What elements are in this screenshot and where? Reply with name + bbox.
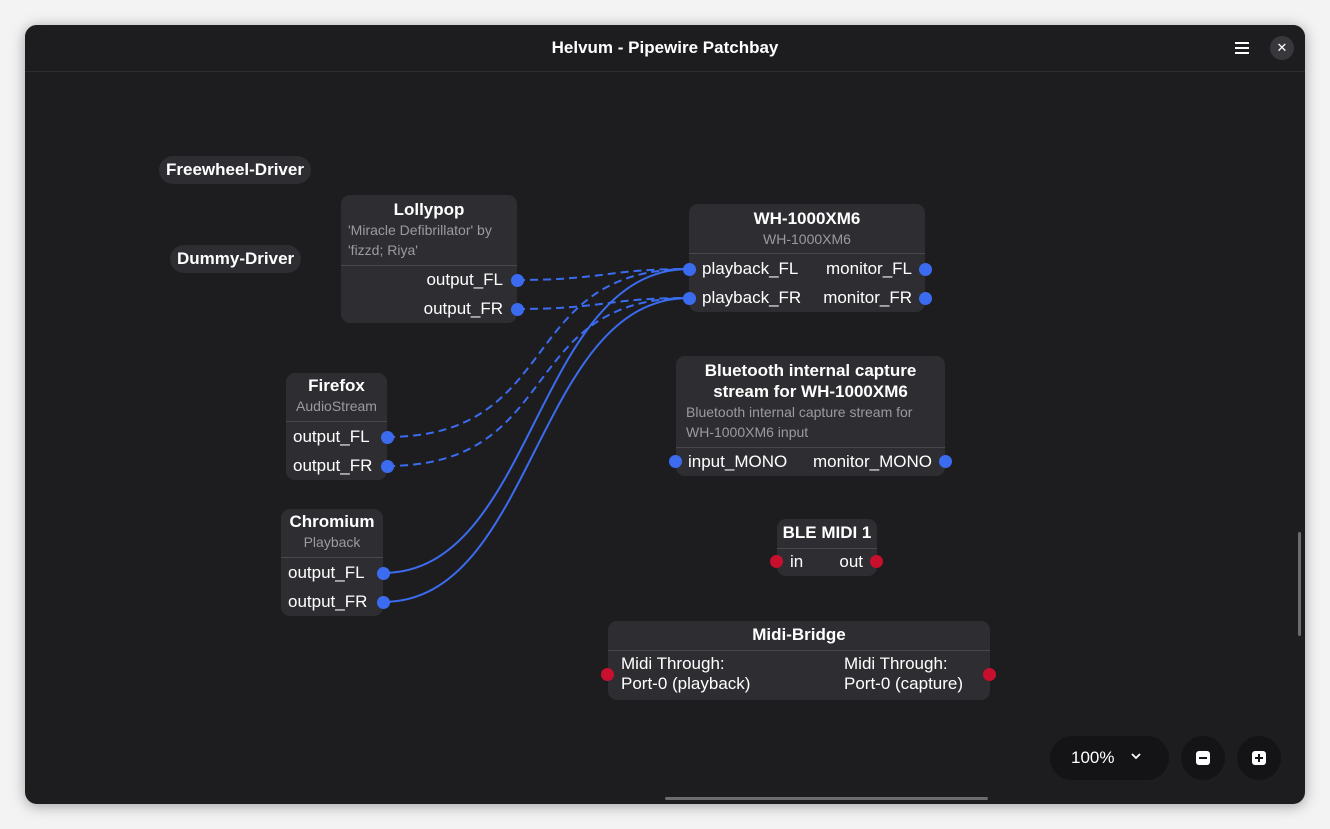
port-in[interactable]: in <box>790 552 804 571</box>
node-title: Bluetooth internal capture <box>704 361 917 380</box>
node-subtitle: WH-1000XM6 <box>763 231 851 247</box>
zoom-level: 100% <box>1071 748 1115 767</box>
port-output-fr[interactable]: output_FR <box>288 592 368 611</box>
horizontal-scrollbar[interactable] <box>665 797 988 800</box>
port-dot[interactable] <box>377 596 390 609</box>
port-dot[interactable] <box>939 455 952 468</box>
header-bar: Helvum - Pipewire Patchbay ✕ <box>25 25 1305 72</box>
node-title: Chromium <box>289 512 375 531</box>
port-dot[interactable] <box>601 668 614 681</box>
node-dummy-driver[interactable]: Dummy-Driver <box>170 245 302 273</box>
port-dot[interactable] <box>919 292 932 305</box>
node-title: Lollypop <box>393 200 465 219</box>
zoom-dropdown[interactable]: 100% <box>1050 736 1169 780</box>
node-ble-midi[interactable]: BLE MIDI 1 in out <box>777 519 877 576</box>
node-bluetooth-capture[interactable]: Bluetooth internal capture stream for WH… <box>676 356 945 476</box>
port-midi-through-capture[interactable]: Midi Through: Port-0 (capture) <box>844 654 964 693</box>
port-input-mono[interactable]: input_MONO <box>688 452 788 471</box>
chevron-down-icon <box>1131 753 1141 760</box>
port-dot[interactable] <box>511 303 524 316</box>
node-firefox[interactable]: Firefox AudioStream output_FL output_FR <box>286 373 387 480</box>
port-dot[interactable] <box>770 555 783 568</box>
window-title: Helvum - Pipewire Patchbay <box>551 38 779 57</box>
zoom-in-button[interactable] <box>1237 736 1281 780</box>
node-subtitle: Bluetooth internal capture stream for <box>686 404 913 420</box>
node-midi-bridge[interactable]: Midi-Bridge Midi Through: Port-0 (playba… <box>608 621 990 700</box>
port-midi-through-playback[interactable]: Midi Through: Port-0 (playback) <box>621 654 751 693</box>
vertical-scrollbar[interactable] <box>1298 532 1301 636</box>
node-title: Firefox <box>308 376 365 395</box>
port-playback-fr[interactable]: playback_FR <box>702 288 802 307</box>
node-chromium[interactable]: Chromium Playback output_FL output_FR <box>281 509 383 616</box>
node-subtitle: 'fizzd; Riya' <box>348 242 418 258</box>
node-subtitle: AudioStream <box>296 398 377 414</box>
port-monitor-fr[interactable]: monitor_FR <box>823 288 912 307</box>
node-freewheel-driver[interactable]: Freewheel-Driver <box>159 156 311 184</box>
port-output-fl[interactable]: output_FL <box>288 563 365 582</box>
port-dot[interactable] <box>377 567 390 580</box>
port-dot[interactable] <box>381 460 394 473</box>
node-title: WH-1000XM6 <box>753 209 861 228</box>
port-dot[interactable] <box>511 274 524 287</box>
port-output-fr[interactable]: output_FR <box>293 456 373 475</box>
port-dot[interactable] <box>669 455 682 468</box>
port-output-fl[interactable]: output_FL <box>426 270 503 289</box>
node-subtitle: 'Miracle Defibrillator' by <box>348 222 492 238</box>
node-wh-1000xm6[interactable]: WH-1000XM6 WH-1000XM6 playback_FL playba… <box>689 204 925 312</box>
app-window: Helvum - Pipewire Patchbay ✕ Freewheel-D… <box>25 25 1305 804</box>
port-output-fl[interactable]: output_FL <box>293 427 370 446</box>
port-monitor-mono[interactable]: monitor_MONO <box>812 452 932 471</box>
port-dot[interactable] <box>683 263 696 276</box>
node-subtitle: WH-1000XM6 input <box>686 424 809 440</box>
port-dot[interactable] <box>683 292 696 305</box>
port-playback-fl[interactable]: playback_FL <box>702 259 799 278</box>
zoom-out-button[interactable] <box>1181 736 1225 780</box>
hamburger-menu-icon[interactable] <box>1229 38 1255 58</box>
close-icon[interactable]: ✕ <box>1270 36 1294 60</box>
port-output-fr[interactable]: output_FR <box>423 299 503 318</box>
port-out[interactable]: out <box>839 552 863 571</box>
port-dot[interactable] <box>381 431 394 444</box>
port-dot[interactable] <box>983 668 996 681</box>
port-monitor-fl[interactable]: monitor_FL <box>826 259 912 278</box>
node-lollypop[interactable]: Lollypop 'Miracle Defibrillator' by 'fiz… <box>341 195 517 323</box>
node-title: BLE MIDI 1 <box>782 523 872 542</box>
node-title: stream for WH-1000XM6 <box>713 382 908 401</box>
port-dot[interactable] <box>870 555 883 568</box>
node-title: Midi-Bridge <box>752 625 846 644</box>
node-subtitle: Playback <box>303 534 361 550</box>
port-dot[interactable] <box>919 263 932 276</box>
